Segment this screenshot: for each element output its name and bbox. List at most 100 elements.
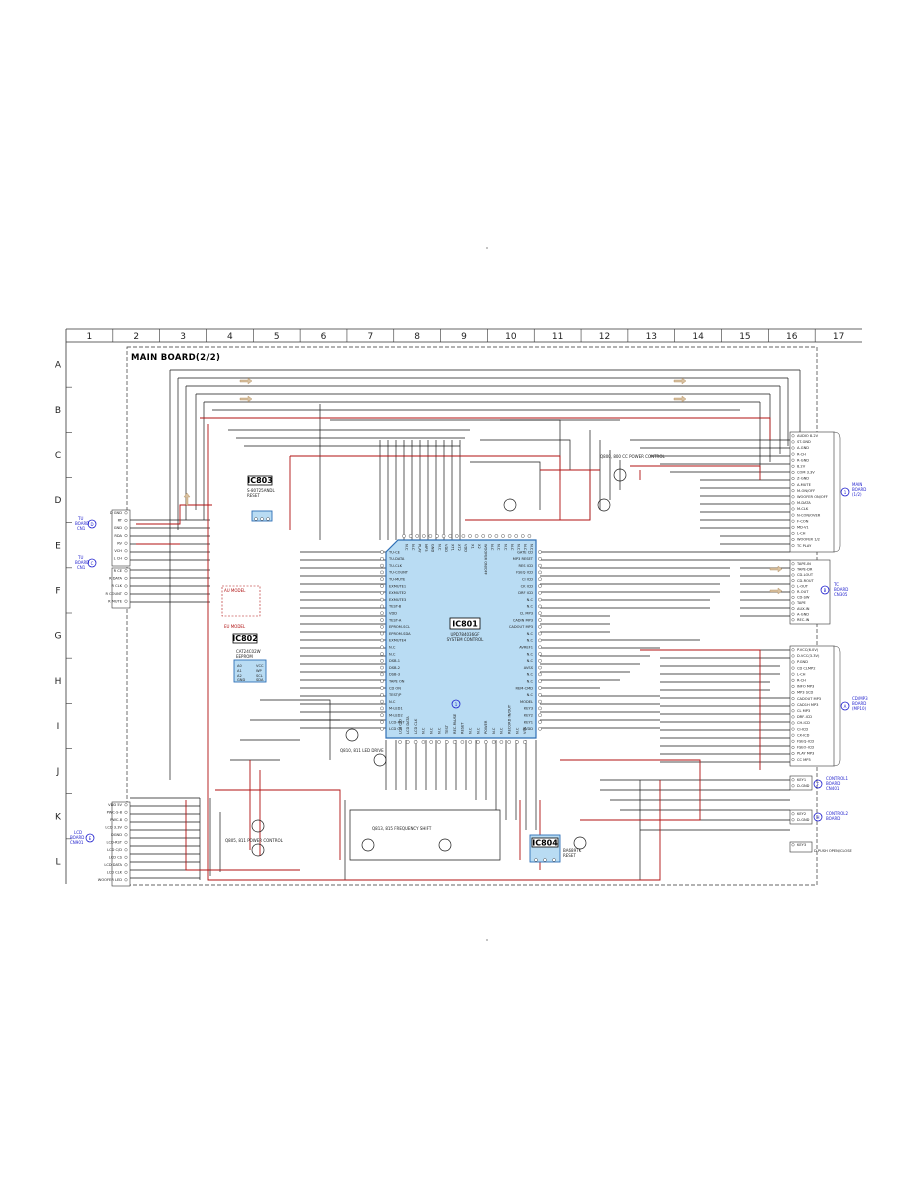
- control1-ref: F: [817, 782, 820, 787]
- ic801-pin-label: N.C: [527, 680, 534, 684]
- ic801-pin: [380, 679, 384, 684]
- ic801-pin-label: VSS: [523, 726, 527, 734]
- row-letter: E: [55, 541, 61, 551]
- connector-pin: [124, 848, 128, 852]
- row-letter: B: [55, 406, 61, 416]
- ic801-pin: [538, 563, 542, 568]
- connector-pin-label: N-CON/OVER: [797, 513, 821, 517]
- connector-pin: [791, 745, 795, 749]
- connector-pin-label: AUDIO 8.2V: [797, 434, 819, 438]
- ic801-pin: [405, 740, 410, 744]
- connector-pin: [791, 601, 795, 605]
- ic801-pin-label: CI ICD: [522, 578, 533, 582]
- ic801-pin-label: EXMUTE4: [389, 639, 407, 643]
- ic801-pin: [380, 550, 384, 554]
- ic801-pin: [538, 570, 542, 575]
- connector-pin: [791, 739, 795, 743]
- ic801-pin: [415, 534, 420, 538]
- connector-pin-label: R-CH: [797, 679, 806, 683]
- tc-line1: TC: [833, 582, 839, 587]
- cdmp3-ref: A: [844, 704, 847, 709]
- ic801-pin-label: GND: [431, 544, 435, 552]
- ic801-pin-label: VDD: [444, 544, 448, 552]
- connector-pin: [791, 654, 795, 658]
- connector-pin-label: LCD CLK: [107, 871, 123, 875]
- ic801-pin: [538, 727, 542, 731]
- connector-pin: [791, 618, 795, 622]
- connector-pin: [124, 584, 128, 588]
- control1-line1: CONTROL1: [826, 776, 849, 781]
- connector-pin: [791, 678, 795, 682]
- ic801-pin: [380, 706, 384, 711]
- connector-pin: [791, 812, 795, 816]
- ic801-pin: [408, 534, 413, 538]
- connector-pin-label: WOOFER LED: [98, 878, 122, 882]
- svg-text:A0: A0: [237, 664, 242, 668]
- connector-pin-label: M-DATA: [797, 501, 811, 505]
- ic801-pin: [428, 534, 433, 538]
- ic801-pin: [538, 591, 542, 595]
- ic801-pin: [538, 686, 542, 690]
- connector-pin-label: MD-V1: [797, 526, 809, 530]
- connector-pin-label: DGND: [111, 833, 122, 837]
- column-number: 6: [321, 332, 327, 342]
- svg-text:SCL: SCL: [256, 674, 263, 678]
- ic801-pin-label: CL MP3: [520, 612, 533, 616]
- row-letter: G: [55, 632, 62, 642]
- connector-pin: [791, 452, 795, 456]
- ic801-pin-label: AVSS: [524, 666, 534, 670]
- ic801-pin-label: N.C: [500, 727, 504, 734]
- ic801-pin-label: TEST: [445, 724, 449, 735]
- connector-pin-label: CC MP3: [797, 758, 811, 762]
- ic801-pin-label: X1: [470, 544, 474, 549]
- ic801-pin: [483, 740, 488, 744]
- ic801-pin-label: EXMUTE3: [389, 598, 406, 602]
- connector-pin: [791, 477, 795, 481]
- connector-pin: [124, 855, 128, 859]
- ic801-pin: [380, 557, 384, 561]
- ic801-pin-label: N.C: [527, 605, 534, 609]
- connector-pin: [791, 660, 795, 664]
- connector-pin: [124, 526, 128, 530]
- ic801-pin-label: REC-PAUSE: [453, 713, 457, 734]
- connector-pin: [791, 567, 795, 571]
- connector-pin-label: REC-IN: [797, 618, 810, 622]
- connector-pin-label: CD CLMP2: [797, 666, 816, 670]
- ic801-pin-label: DSB-3: [389, 673, 400, 677]
- connector-pin-label: RV: [117, 541, 122, 545]
- e-lcd-line2: BOARD: [70, 835, 84, 840]
- ic801-pin-label: LCD DATA: [406, 716, 410, 734]
- c-tu-line2: BOARD: [75, 560, 89, 565]
- ic801: TU-CETU-DATATU-CLKTU-COUNTTU-MUTEEXMUTE1…: [380, 534, 542, 744]
- c-tu-line1: TU: [77, 555, 83, 560]
- ic803-label: IC803: [247, 476, 273, 485]
- connector-pin: [791, 579, 795, 583]
- ic801-pin: [380, 652, 384, 656]
- tc-line2: BOARD: [834, 587, 848, 592]
- ic801-pin: [538, 720, 542, 724]
- ic801-pin-label: TEST-A: [388, 618, 402, 622]
- ic801-pin-label: N.C: [469, 727, 473, 734]
- ic804-part: BA6897K: [563, 848, 582, 853]
- ic801-pin-label: N.C: [492, 727, 496, 734]
- ic801-pin: [501, 534, 505, 538]
- ic801-pin-label: TAPE ON: [388, 680, 405, 684]
- control-pin-label: D PUSH OPEN/CLOSE: [814, 849, 852, 853]
- ic801-pin: [380, 720, 384, 724]
- ic801-label: IC801: [452, 620, 478, 629]
- connector-pin: [791, 684, 795, 688]
- c-tu-line3: CN1: [77, 565, 86, 570]
- connector-pin-label: Z-GND: [797, 477, 809, 481]
- ic801-pin-label: N.C: [523, 544, 527, 551]
- part-notes: Q810, 811 LED DRIVE Q813, 815 FREQUENCY …: [225, 454, 665, 843]
- row-letter: J: [56, 767, 60, 777]
- ic801-pin: [487, 534, 492, 538]
- control-pin-label: KEY2: [797, 812, 806, 816]
- ic801-pin-label: N.C: [476, 727, 480, 734]
- ic801-pin-label: DSB-1: [389, 659, 400, 663]
- control1-line2: BOARD: [826, 781, 840, 786]
- ic801-pin: [468, 740, 473, 744]
- connector-pin-label: L-OUT: [797, 584, 809, 588]
- svg-text:WP: WP: [256, 669, 263, 673]
